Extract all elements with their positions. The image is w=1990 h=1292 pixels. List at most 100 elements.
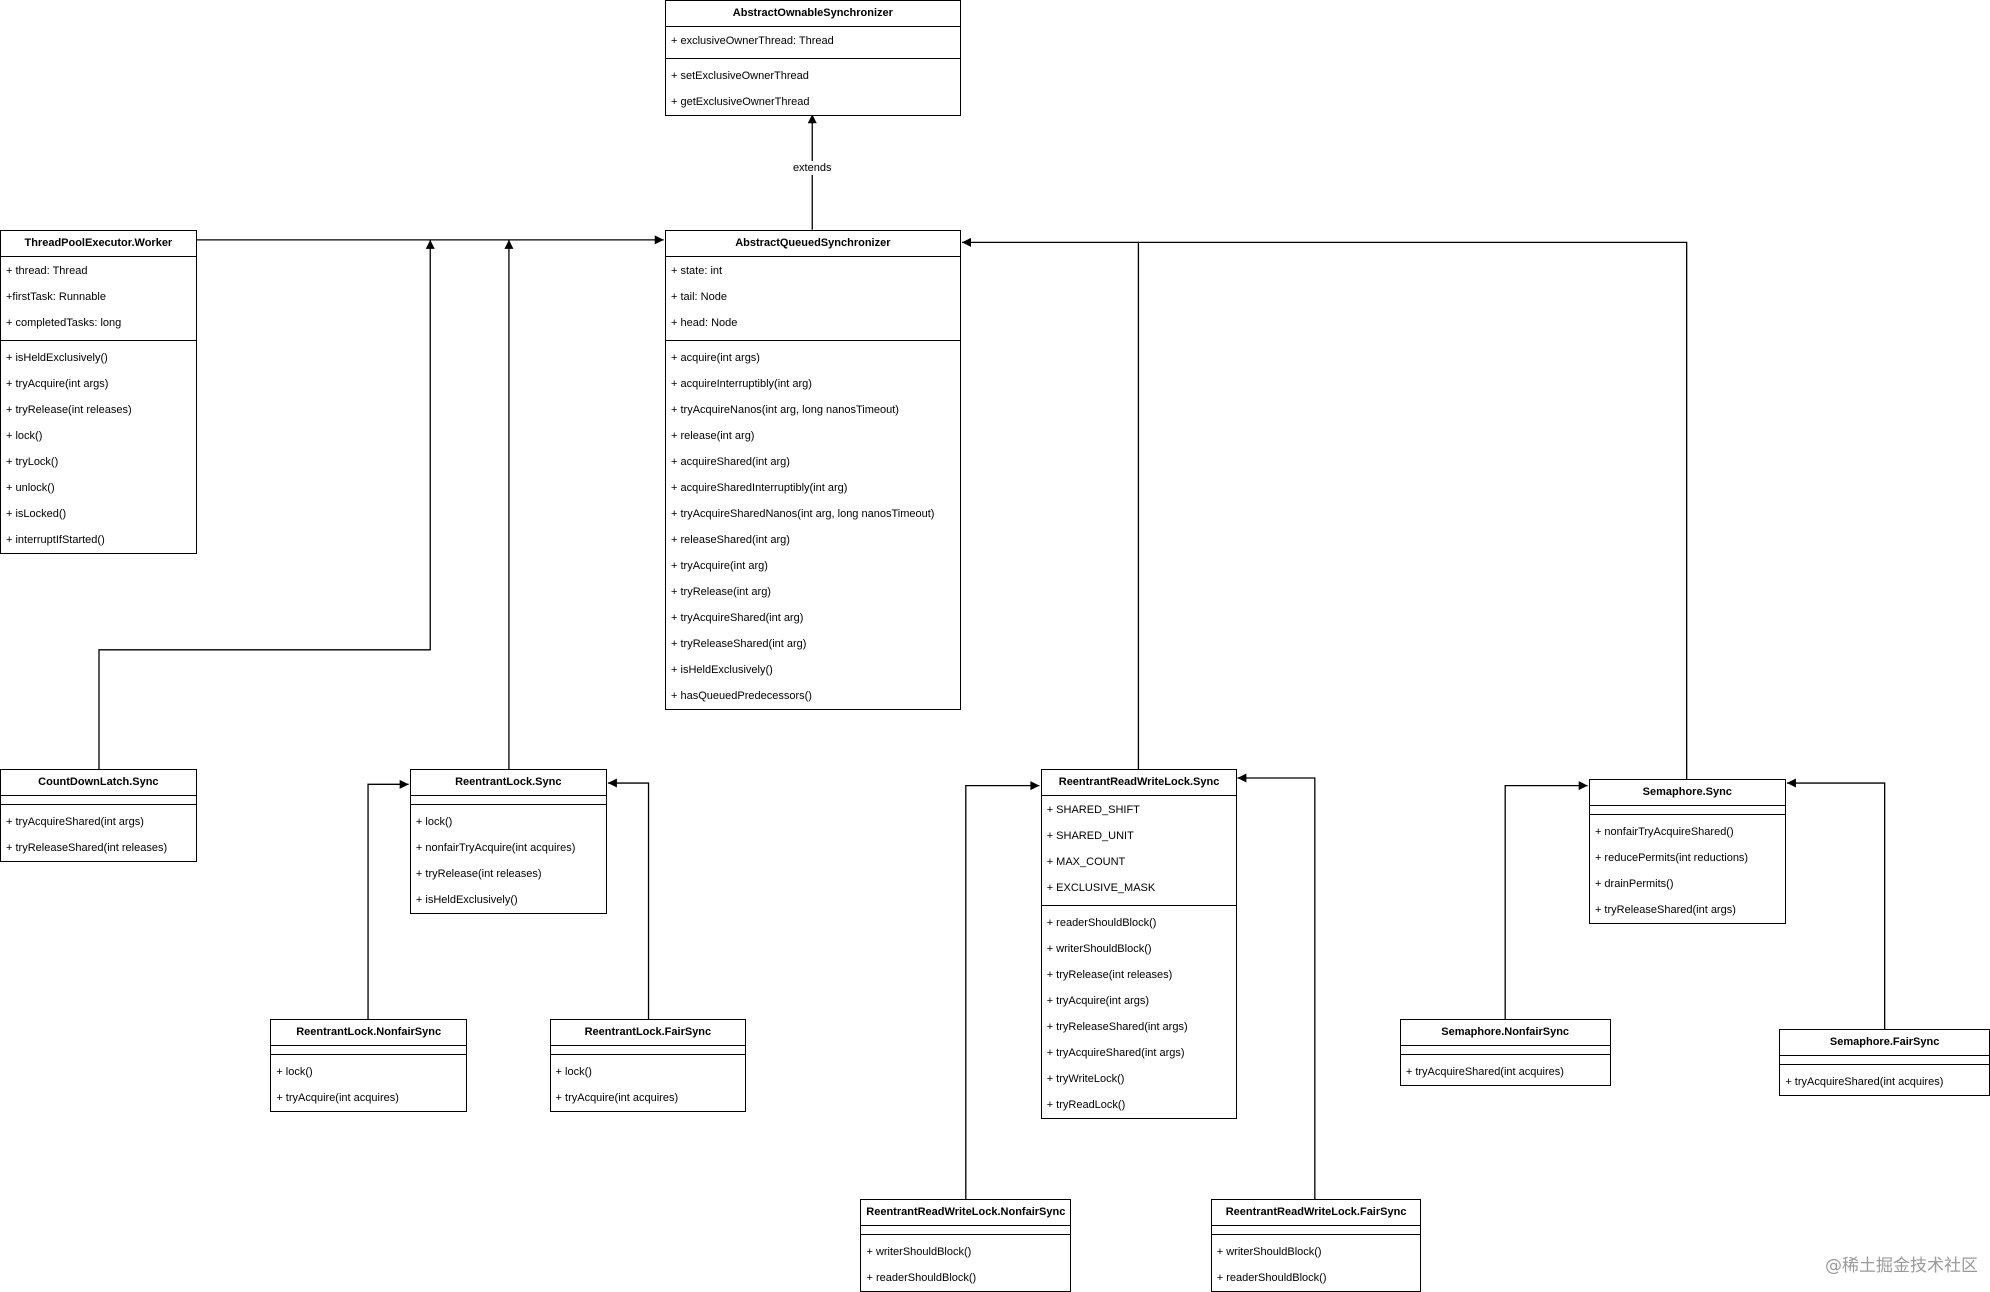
class-box-semf[interactable]: Semaphore.FairSync + tryAcquireShared(int… bbox=[1779, 1029, 1990, 1097]
method: + lock() bbox=[415, 816, 453, 829]
method: + setExclusiveOwnerThread bbox=[671, 70, 809, 82]
method: + tryWriteLock() bbox=[1046, 1073, 1125, 1086]
class-box-rlf[interactable]: ReentrantLock.FairSync + lock()+ tryAcqui… bbox=[549, 1019, 747, 1113]
method: + acquire(int args) bbox=[671, 351, 760, 364]
class-name: Semaphore.Sync bbox=[1589, 780, 1785, 807]
method: + tryRelease(int releases) bbox=[415, 868, 542, 881]
method: + writerShouldBlock() bbox=[866, 1246, 972, 1259]
methods-section: + tryAcquireShared(int args) + tryRelease… bbox=[1, 804, 196, 861]
attribute: + state: int bbox=[671, 264, 723, 277]
arrowhead-rl-to-aqs bbox=[504, 239, 514, 249]
method: + tryReleaseShared(int args) bbox=[1594, 904, 1736, 917]
connector-rrwl-to-aqs bbox=[962, 241, 1140, 770]
arrowhead-rlnf-to-rl bbox=[399, 779, 409, 789]
class-name: Semaphore.FairSync bbox=[1780, 1030, 1989, 1057]
extends-label: extends bbox=[791, 161, 833, 176]
attribute: + EXCLUSIVE_MASK bbox=[1046, 882, 1156, 895]
method: + tryReleaseShared(int args) bbox=[1046, 1021, 1188, 1034]
attribute: +firstTask: Runnable bbox=[6, 290, 106, 303]
class-name: ReentrantReadWriteLock.Sync bbox=[1041, 770, 1237, 797]
connector-semnf-to-sem bbox=[1504, 784, 1588, 1020]
method: + lock() bbox=[6, 429, 43, 442]
class-box-rrwlnf[interactable]: ReentrantReadWriteLock.NonfairSync + writ… bbox=[860, 1199, 1072, 1292]
method: + reducePermits(int reductions) bbox=[1594, 852, 1749, 865]
method: + acquireShared(int arg) bbox=[671, 455, 790, 468]
method: + writerShouldBlock() bbox=[1216, 1246, 1322, 1259]
method: + drainPermits() bbox=[1594, 878, 1674, 891]
class-box-aqs[interactable]: AbstractQueuedSynchronizer + state: int + … bbox=[665, 229, 961, 710]
class-box-rl[interactable]: ReentrantLock.Sync + lock()+ nonfairTryAc… bbox=[409, 769, 607, 915]
class-name: ThreadPoolExecutor.Worker bbox=[1, 231, 196, 257]
class-name: ReentrantLock.Sync bbox=[410, 770, 606, 797]
method: + tryAcquireShared(int acquires) bbox=[1405, 1066, 1564, 1079]
attribute: + thread: Thread bbox=[6, 264, 88, 277]
method: + lock() bbox=[276, 1066, 313, 1079]
methods-section: + lock()+ tryAcquire(int acquires) bbox=[271, 1054, 467, 1111]
class-name: ReentrantReadWriteLock.NonfairSync bbox=[861, 1200, 1071, 1227]
arrowhead-semnf-to-sem bbox=[1578, 781, 1588, 791]
attribute: + SHARED_SHIFT bbox=[1046, 804, 1140, 817]
attribute: + tail: Node bbox=[671, 290, 727, 303]
method: + tryRelease(int arg) bbox=[671, 585, 771, 598]
attributes-section: + exclusiveOwnerThread: Thread bbox=[666, 27, 960, 54]
class-box-rlnf[interactable]: ReentrantLock.NonfairSync+ lock()+ tryAc… bbox=[270, 1019, 468, 1113]
class-name: CountDownLatch.Sync bbox=[1, 770, 196, 797]
method: + tryAcquireSharedNanos(int arg, long na… bbox=[671, 507, 935, 520]
method: + isLocked() bbox=[6, 507, 67, 520]
method: + tryAcquire(int acquires) bbox=[555, 1092, 679, 1105]
arrowhead-aqs-to-aos bbox=[807, 114, 817, 124]
class-box-semnf[interactable]: Semaphore.NonfairSync + tryAcquireShared(… bbox=[1399, 1019, 1611, 1087]
method: + interruptIfStarted() bbox=[6, 533, 105, 546]
attributes-section: + thread: Thread+firstTask: Runnable+ co… bbox=[1, 257, 196, 336]
method: + acquireSharedInterruptibly(int arg) bbox=[671, 481, 848, 494]
attributes-section: + SHARED_SHIFT+ SHARED_UNIT+ MAX_COUNT+ … bbox=[1042, 796, 1237, 901]
class-box-rrwlf[interactable]: ReentrantReadWriteLock.FairSync + writerS… bbox=[1210, 1199, 1422, 1292]
arrowhead-rrwl-to-aqs bbox=[962, 237, 972, 247]
arrowhead-rlf-to-rl bbox=[607, 778, 617, 788]
class-box-sem[interactable]: Semaphore.Sync + nonfairTryAcquireShared(… bbox=[1588, 779, 1786, 925]
method: + tryAcquireShared(int acquires) bbox=[1785, 1076, 1944, 1089]
methods-section: + readerShouldBlock()+ writerShouldBlock… bbox=[1041, 905, 1237, 1118]
methods-section: + nonfairTryAcquireShared() + reducePermi… bbox=[1589, 814, 1785, 923]
class-name: ReentrantReadWriteLock.FairSync bbox=[1211, 1200, 1421, 1227]
class-name: ReentrantLock.FairSync bbox=[550, 1020, 746, 1047]
methods-section: + lock()+ nonfairTryAcquire(int acquires… bbox=[410, 804, 606, 913]
attributes-section bbox=[551, 1046, 746, 1050]
attributes-section bbox=[861, 1226, 1070, 1230]
connector-rrwlnf-to-rrwl bbox=[965, 784, 1040, 1200]
method: + readerShouldBlock() bbox=[1046, 917, 1157, 930]
method: + readerShouldBlock() bbox=[866, 1272, 977, 1285]
connector-sem-to-aqs bbox=[1138, 241, 1688, 780]
arrowhead-semf-to-sem bbox=[1786, 778, 1796, 788]
class-box-worker[interactable]: ThreadPoolExecutor.Worker + thread: Threa… bbox=[0, 229, 197, 554]
methods-section: + writerShouldBlock() + readerShouldBlock… bbox=[1211, 1234, 1421, 1291]
method: + tryReadLock() bbox=[1046, 1099, 1126, 1112]
class-box-cdl[interactable]: CountDownLatch.Sync + tryAcquireShared(in… bbox=[0, 769, 197, 863]
watermark: @稀土掘金技术社区 bbox=[1825, 1256, 1978, 1276]
class-box-aos[interactable]: AbstractOwnableSynchronizer+ exclusiveOw… bbox=[665, 0, 961, 116]
methods-section: + lock()+ tryAcquire(int acquires) bbox=[550, 1054, 746, 1111]
method: + tryReleaseShared(int releases) bbox=[6, 842, 168, 855]
connector-semf-to-sem bbox=[1786, 782, 1886, 1030]
connector-rlnf-to-rl bbox=[367, 783, 409, 1020]
method: + nonfairTryAcquireShared() bbox=[1594, 826, 1734, 839]
method: + release(int arg) bbox=[671, 429, 755, 442]
attributes-section bbox=[1, 796, 196, 800]
method: + tryAcquireNanos(int arg, long nanosTim… bbox=[671, 403, 899, 416]
class-name: AbstractQueuedSynchronizer bbox=[666, 231, 960, 257]
connector-rrwlf-to-rrwl bbox=[1237, 777, 1316, 1200]
method: + unlock() bbox=[6, 481, 55, 494]
methods-section: + acquire(int args)+ acquireInterruptibl… bbox=[666, 339, 960, 709]
method: + tryAcquireShared(int args) bbox=[1046, 1047, 1185, 1060]
method: + readerShouldBlock() bbox=[1216, 1272, 1327, 1285]
method: + isHeldExclusively() bbox=[415, 894, 518, 907]
connector-rlf-to-rl bbox=[607, 782, 650, 1020]
methods-section: + writerShouldBlock() + readerShouldBlock… bbox=[861, 1234, 1071, 1291]
class-box-rrwl[interactable]: ReentrantReadWriteLock.Sync+ SHARED_SHIF… bbox=[1040, 769, 1238, 1120]
connector-cdl-to-aqs bbox=[98, 239, 431, 770]
method: + tryAcquireShared(int args) bbox=[6, 816, 144, 829]
attributes-section bbox=[271, 1046, 466, 1050]
class-name: Semaphore.NonfairSync bbox=[1400, 1020, 1610, 1047]
arrowhead-rrwlnf-to-rrwl bbox=[1030, 781, 1040, 791]
